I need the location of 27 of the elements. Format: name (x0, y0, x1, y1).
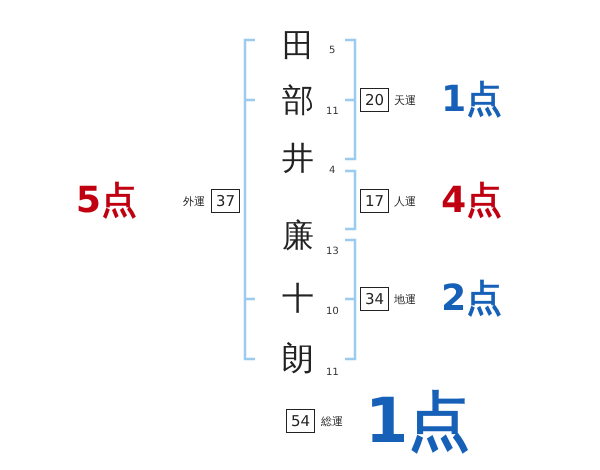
stroke-count: 10 (326, 307, 339, 317)
fortune-score: 1点 (365, 390, 470, 452)
stroke-count: 4 (329, 166, 336, 176)
fortune-total: 20 (360, 88, 390, 112)
stroke-count: 11 (326, 107, 339, 117)
fortune-name: 天運 (394, 94, 416, 106)
fortune-score: 4点 (441, 183, 502, 219)
fortune-total: 34 (360, 287, 390, 311)
fortune-name: 外運 (182, 196, 205, 206)
fortune-total: 37 (210, 189, 240, 213)
stroke-count: 5 (329, 46, 336, 56)
name-character: 十 (281, 282, 315, 314)
fortune-score: 2点 (441, 281, 502, 317)
fortune-name: 総運 (321, 416, 344, 426)
name-character: 廉 (281, 219, 315, 251)
name-character: 田 (281, 29, 315, 61)
name-character: 井 (281, 142, 315, 174)
fortune-total: 17 (360, 189, 390, 213)
stroke-count: 11 (326, 368, 339, 378)
fortune-name: 人運 (394, 196, 416, 206)
fortune-score: 5点 (76, 183, 137, 219)
fortune-score: 1点 (441, 82, 502, 118)
name-character: 朗 (281, 342, 315, 374)
stroke-count: 13 (326, 247, 339, 257)
fortune-name: 地運 (394, 294, 416, 304)
fortune-total: 54 (286, 409, 316, 433)
name-character: 部 (281, 84, 315, 116)
